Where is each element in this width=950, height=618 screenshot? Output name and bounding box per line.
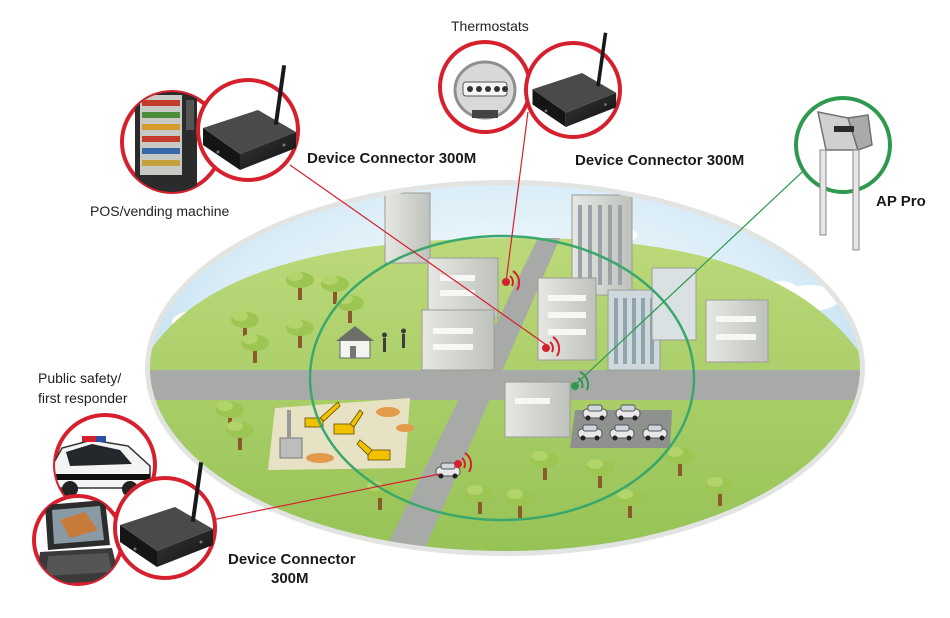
public-safety-device-group (32, 413, 217, 586)
ap-pro-label: AP Pro (876, 193, 926, 210)
city-oval (145, 180, 865, 556)
signal-waves-icon (454, 270, 590, 473)
rugged-laptop-icon (36, 500, 120, 584)
coverage-ring (308, 234, 696, 522)
pos-label: POS/vending machine (90, 203, 230, 219)
buildings (384, 192, 769, 438)
device-connector-vending-label: Device Connector 300M (307, 150, 477, 167)
access-point-group (794, 96, 892, 251)
device-connector-police-label-line1: Device Connector (228, 551, 356, 568)
access-point-icon (817, 111, 873, 251)
public-safety-label-line2: first responder (38, 390, 128, 406)
device-connector-thermostat-label: Device Connector 300M (575, 152, 745, 169)
connection-lines (201, 111, 816, 523)
house (336, 326, 374, 359)
vending-machine-icon (135, 92, 197, 192)
device-connector-police-label-line2: 300M (271, 570, 309, 587)
thermostats-label: Thermostats (451, 18, 529, 34)
police-car-icon (55, 436, 151, 497)
thermostat-meter-icon (453, 60, 517, 120)
public-safety-label-line1: Public safety/ (38, 370, 122, 386)
vending-device-group (120, 65, 300, 194)
thermostat-device-group (438, 32, 622, 139)
